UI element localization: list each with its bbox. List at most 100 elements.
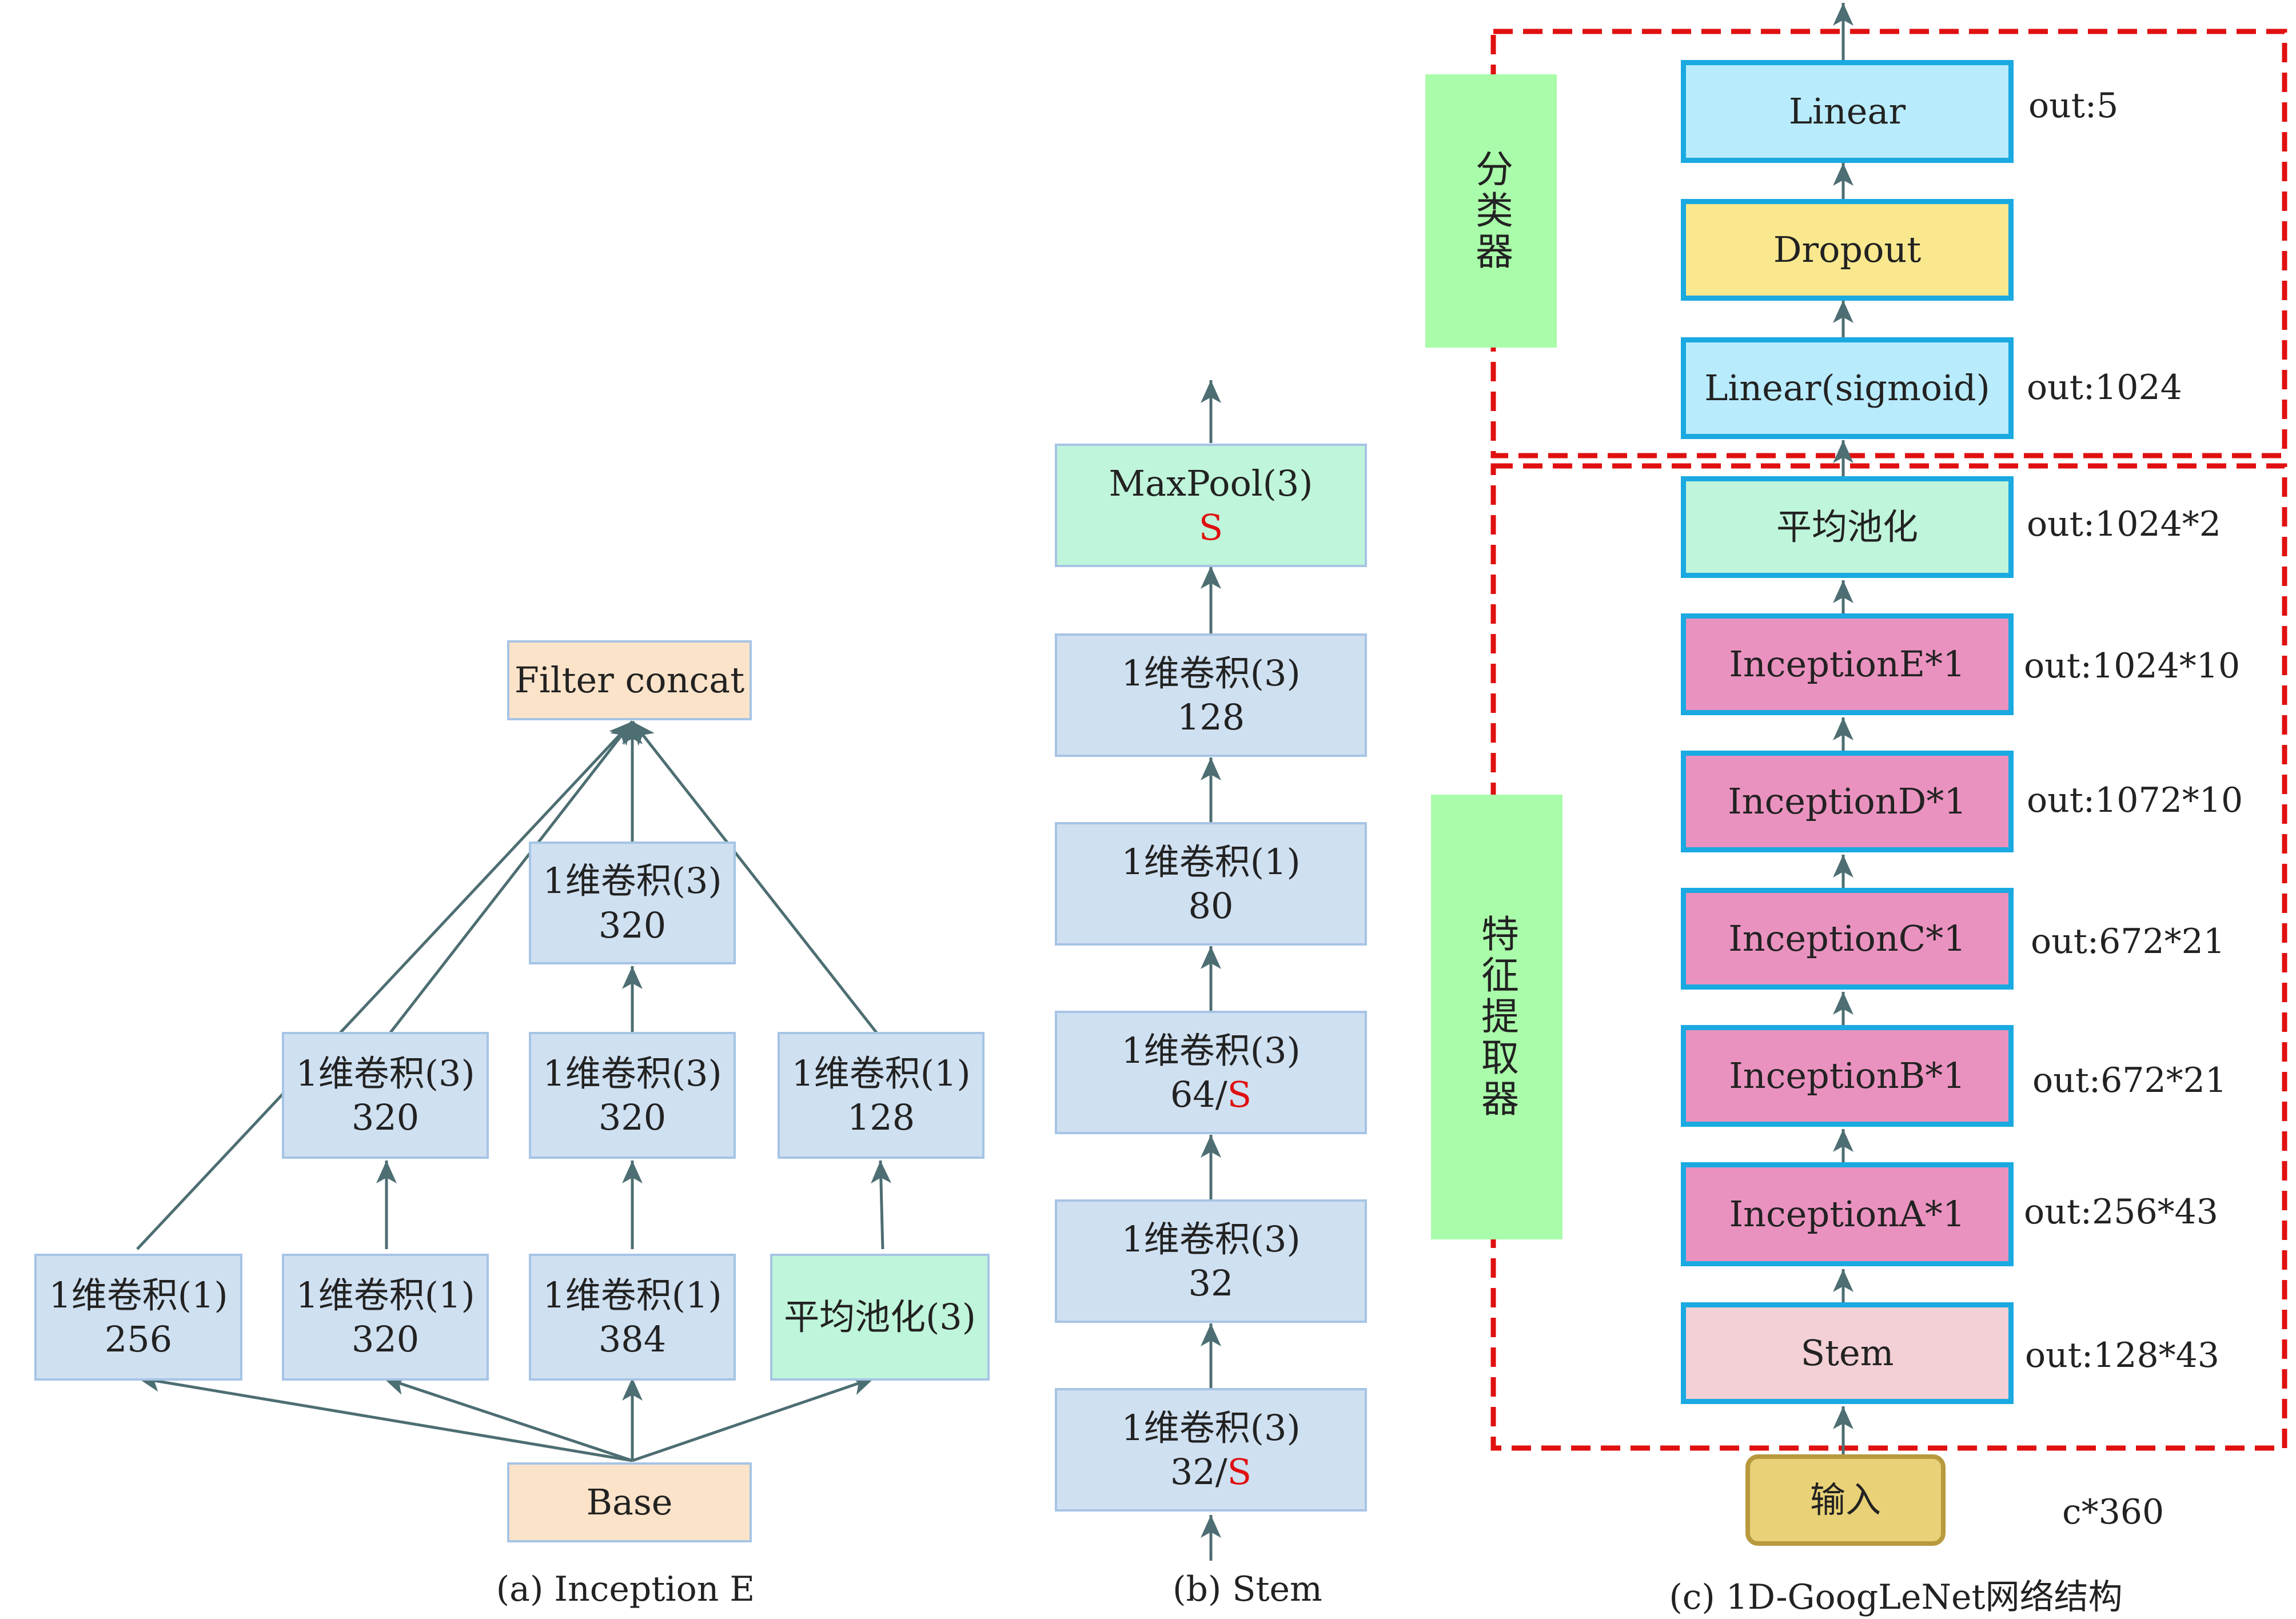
stem-box-maxpool: MaxPool(3) S (1055, 444, 1367, 567)
layer-inception-e: InceptionE*1 (1681, 613, 2014, 715)
node-channel-label: 320 (598, 1096, 667, 1138)
layer-stem: Stem (1681, 1302, 2014, 1404)
stride-marker: S (1227, 1074, 1252, 1115)
layer-avgpool-shape: out:1024*2 (2027, 504, 2221, 544)
base-label: Base (586, 1481, 673, 1524)
layer-linear-sigmoid-shape: out:1024 (2027, 368, 2182, 408)
stride-marker: S (1227, 1451, 1252, 1493)
inception-e-col3-bottom: 1维卷积(1) 384 (529, 1254, 736, 1381)
arrow-base-to-col2 (382, 1375, 633, 1462)
node-op-label: 1维卷积(1) (791, 1052, 971, 1094)
inception-e-col4-mid: 1维卷积(1) 128 (778, 1032, 984, 1159)
classifier-section-label: 分类器 (1425, 74, 1557, 348)
layer-inception-b-shape: out:672*21 (2032, 1060, 2227, 1100)
layer-name: InceptionE*1 (1729, 643, 1966, 685)
feature-extractor-frame (1490, 463, 2287, 1451)
node-channel-label: 320 (598, 904, 667, 946)
node-op-label: 1维卷积(3) (1121, 1029, 1301, 1071)
node-op-label: 平均池化(3) (784, 1296, 976, 1338)
inception-e-col2-bottom: 1维卷积(1) 320 (282, 1254, 489, 1381)
arrow-col1-to-concat (136, 720, 633, 1250)
caption-a: (a) Inception E (496, 1569, 755, 1609)
layer-inception-a-shape: out:256*43 (2024, 1192, 2218, 1232)
node-channel-label: S (1199, 505, 1223, 550)
node-channel-label: 320 (351, 1318, 420, 1360)
stem-box-3: 1维卷积(1) 80 (1055, 822, 1367, 946)
node-channel-label: 32 (1189, 1261, 1234, 1306)
layer-inception-d: InceptionD*1 (1681, 751, 2014, 852)
inception-e-col4-bottom: 平均池化(3) (770, 1254, 990, 1381)
node-op-label: 1维卷积(3) (1121, 1406, 1301, 1449)
channel-plain: 32/ (1170, 1451, 1227, 1493)
node-op-label: MaxPool(3) (1109, 462, 1313, 504)
input-label: 输入 (1809, 1479, 1881, 1521)
channel-plain: 64/ (1170, 1074, 1227, 1115)
layer-inception-b: InceptionB*1 (1681, 1025, 2014, 1127)
node-op-label: 1维卷积(3) (543, 860, 722, 902)
filter-concat-label: Filter concat (514, 659, 745, 701)
stem-box-5: 1维卷积(3) 32 (1055, 1199, 1367, 1323)
channel-plain: 32 (1188, 1262, 1234, 1304)
layer-name: Dropout (1773, 229, 1922, 271)
arrow-col4-up (871, 1160, 892, 1250)
stem-box-4: 1维卷积(3) 64/S (1055, 1011, 1367, 1134)
layer-avgpool: 平均池化 (1681, 476, 2014, 578)
layer-stem-shape: out:128*43 (2025, 1335, 2219, 1375)
layer-linear-out-shape: out:5 (2028, 86, 2119, 126)
node-op-label: 1维卷积(3) (1121, 652, 1301, 694)
inception-e-col3-top: 1维卷积(3) 320 (529, 842, 736, 964)
stem-box-6: 1维卷积(3) 32/S (1055, 1388, 1367, 1512)
arrow-base-to-col4 (632, 1375, 875, 1462)
layer-inception-c: InceptionC*1 (1681, 888, 2014, 990)
node-op-label: 1维卷积(1) (49, 1274, 228, 1316)
node-channel-label: 64/S (1170, 1072, 1251, 1117)
layer-name: Stem (1800, 1332, 1894, 1374)
layer-inception-c-shape: out:672*21 (2031, 922, 2225, 962)
layer-inception-e-shape: out:1024*10 (2024, 646, 2241, 686)
feature-section-label: 特征提取器 (1431, 795, 1562, 1239)
arrow-base-to-col1 (137, 1371, 633, 1462)
stride-marker: S (1198, 507, 1223, 548)
channel-plain: 80 (1188, 885, 1234, 927)
filter-concat-node: Filter concat (507, 640, 752, 720)
layer-dropout: Dropout (1681, 199, 2014, 301)
layer-name: InceptionB*1 (1729, 1055, 1966, 1097)
caption-b: (b) Stem (1173, 1569, 1322, 1609)
layer-name: InceptionA*1 (1729, 1193, 1966, 1235)
layer-inception-d-shape: out:1072*10 (2027, 780, 2243, 820)
node-op-label: 1维卷积(3) (296, 1052, 475, 1094)
node-op-label: 1维卷积(3) (543, 1052, 722, 1094)
node-channel-label: 320 (351, 1096, 420, 1138)
arrow-col2-to-concat (385, 720, 633, 1039)
layer-name: Linear (1788, 90, 1906, 133)
channel-plain: 128 (1177, 696, 1245, 738)
classifier-label-text: 分类器 (1469, 149, 1513, 273)
layer-name: 平均池化 (1776, 506, 1918, 548)
node-op-label: 1维卷积(3) (1121, 1218, 1301, 1260)
node-op-label: 1维卷积(1) (1121, 840, 1301, 883)
inception-e-col3-mid: 1维卷积(3) 320 (529, 1032, 736, 1159)
node-channel-label: 80 (1189, 884, 1234, 928)
feature-label-text: 特征提取器 (1474, 914, 1519, 1120)
node-channel-label: 256 (104, 1318, 173, 1360)
layer-inception-a: InceptionA*1 (1681, 1162, 2014, 1266)
input-node: 输入 (1745, 1454, 1946, 1546)
layer-linear-sigmoid: Linear(sigmoid) (1681, 337, 2014, 439)
layer-name: Linear(sigmoid) (1704, 367, 1990, 409)
node-channel-label: 128 (1177, 695, 1245, 740)
node-channel-label: 32/S (1170, 1450, 1251, 1494)
arrow-col4-to-concat (631, 720, 882, 1039)
layer-linear-out: Linear (1681, 60, 2014, 163)
caption-c: (c) 1D-GoogLeNet网络结构 (1669, 1577, 2123, 1617)
inception-e-col2-mid: 1维卷积(3) 320 (282, 1032, 489, 1159)
input-shape: c*360 (2062, 1492, 2165, 1532)
base-node: Base (507, 1462, 752, 1542)
inception-e-col1: 1维卷积(1) 256 (34, 1254, 242, 1381)
node-op-label: 1维卷积(1) (296, 1274, 475, 1316)
node-channel-label: 384 (598, 1318, 667, 1360)
node-channel-label: 128 (847, 1096, 915, 1138)
node-op-label: 1维卷积(1) (543, 1274, 722, 1316)
layer-name: InceptionD*1 (1728, 780, 1967, 823)
layer-name: InceptionC*1 (1728, 918, 1966, 960)
